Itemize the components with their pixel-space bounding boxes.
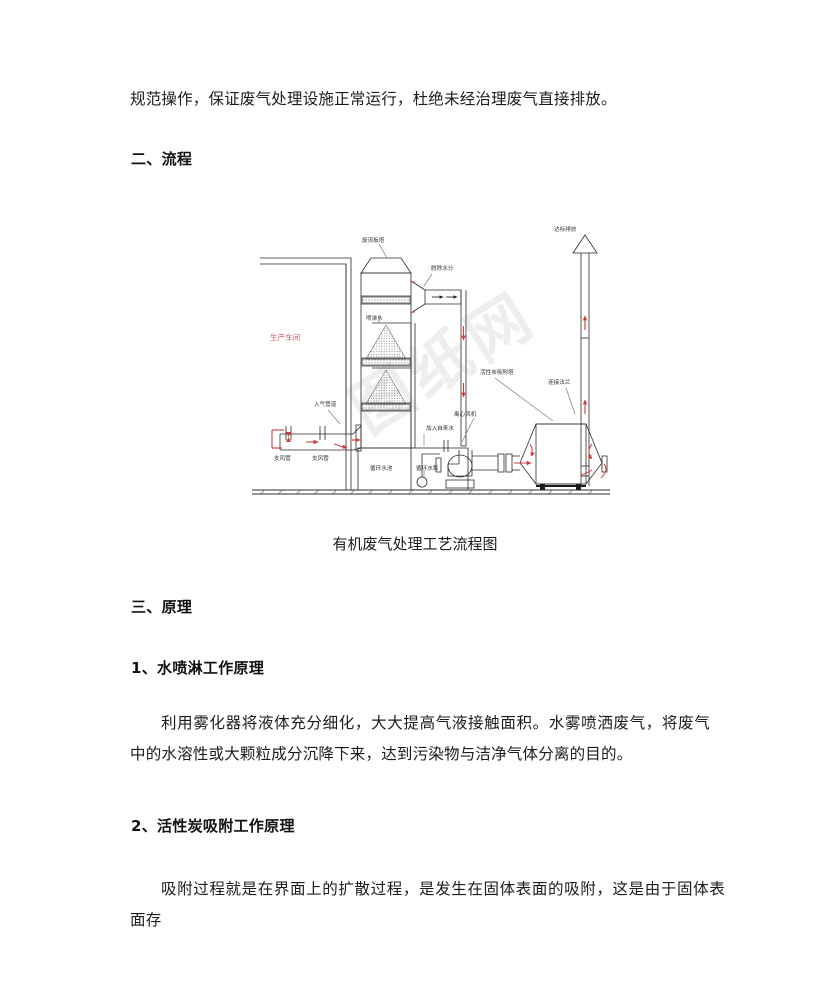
figure-caption: 有机废气处理工艺流程图 [332, 535, 498, 553]
diagram-canvas: 旋流板塔 脱除水分 喷淋头 循环水池 循环水泵 加入自来水 离心风机 活性炭吸附… [252, 225, 610, 495]
label-inlet-duct: 入气管道 [314, 400, 337, 408]
label-connect-flange: 连接法兰 [548, 378, 571, 386]
paragraph-intro: 规范操作，保证废气处理设施正常运行，杜绝未经治理废气直接排放。 [130, 90, 617, 108]
label-circulating-pump: 循环水泵 [416, 464, 439, 472]
paragraph-carbon-principle: 吸附过程就是在界面上的扩散过程，是发生在固体表面的吸附，这是由于固体表面存 [130, 880, 725, 929]
label-carbon-tower: 活性炭吸附塔 [480, 368, 514, 376]
label-tap-water: 加入自来水 [426, 424, 454, 432]
label-centrifugal-fan: 离心风机 [454, 410, 477, 418]
label-branch-duct-right: 支风管 [312, 454, 329, 462]
process-flow-diagram: 旋流板塔 脱除水分 喷淋头 循环水池 循环水泵 加入自来水 离心风机 活性炭吸附… [248, 218, 616, 510]
label-cyclone-tower: 旋流板塔 [362, 236, 385, 244]
label-workshop: 生产车间 [270, 332, 300, 342]
heading-sub-one: 1、水喷淋工作原理 [131, 659, 265, 677]
heading-sub-two: 2、活性炭吸附工作原理 [131, 817, 295, 835]
label-spray-head: 喷淋头 [366, 314, 383, 322]
label-circulating-pool: 循环水池 [370, 464, 393, 472]
heading-section-three: 三、原理 [131, 598, 193, 616]
label-branch-duct-left: 支风管 [274, 454, 291, 462]
heading-section-two: 二、流程 [131, 150, 193, 168]
label-demister: 脱除水分 [431, 264, 454, 272]
label-standard-emission: 达标排放 [554, 225, 577, 233]
paragraph-spray-principle: 利用雾化器将液体充分细化，大大提高气液接触面积。水雾喷洒废气，将废气中的水溶性或… [130, 714, 710, 763]
